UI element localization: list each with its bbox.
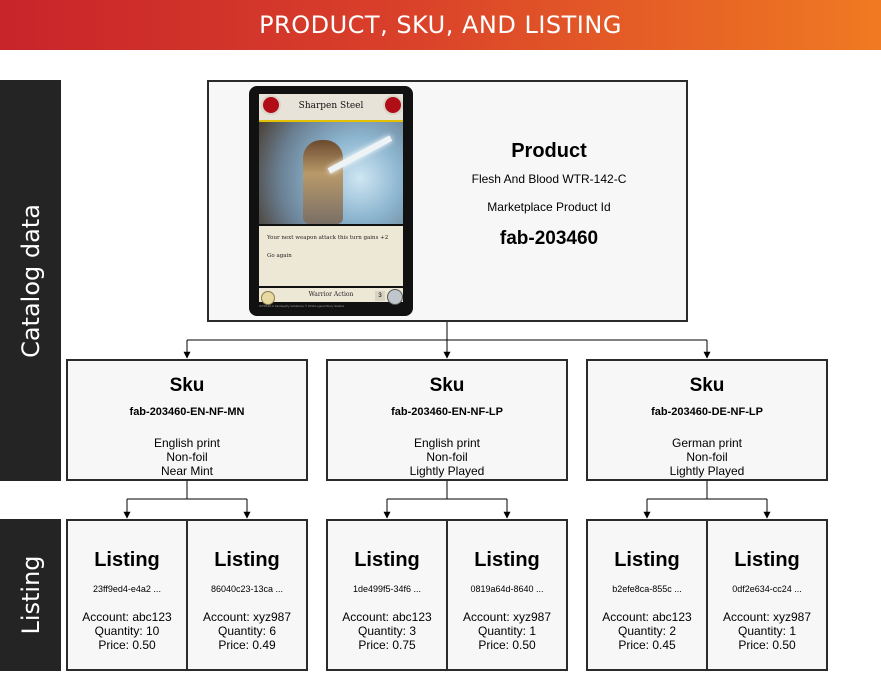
sku-condition: Lightly Played <box>409 464 485 478</box>
listing-account: Account: xyz987 <box>722 610 812 624</box>
product-set-code: Flesh And Blood WTR-142-C <box>471 172 627 186</box>
card-keyword-text: Go again <box>267 253 292 259</box>
sku-finish: Non-foil <box>686 450 728 464</box>
listing-price: Price: 0.49 <box>218 638 276 652</box>
listing-title: Listing <box>354 549 420 571</box>
sku-box: Sku fab-203460-DE-NF-LP German print Non… <box>586 359 828 481</box>
sku-condition: Lightly Played <box>669 464 745 478</box>
shield-icon <box>387 289 403 305</box>
listing-id: 0819a64d-8640 ... <box>470 584 544 594</box>
listing-quantity: Quantity: 2 <box>617 624 677 638</box>
listing-id: 0df2e634-cc24 ... <box>732 584 802 594</box>
sku-finish: Non-foil <box>426 450 468 464</box>
listing-box: Listing 86040c23-13ca ... Account: xyz98… <box>186 519 308 671</box>
product-box: Sharpen Steel Your next weapon attack th… <box>207 80 688 322</box>
listing-price: Price: 0.45 <box>618 638 676 652</box>
listing-account: Account: xyz987 <box>202 610 292 624</box>
card-name: Sharpen Steel <box>298 101 364 111</box>
card-text-box: Your next weapon attack this turn gains … <box>259 226 403 286</box>
pitch-icon <box>261 95 281 115</box>
listing-box: Listing 23ff9ed4-e4a2 ... Account: abc12… <box>66 519 188 671</box>
listing-quantity: Quantity: 1 <box>737 624 797 638</box>
listing-box: Listing 0819a64d-8640 ... Account: xyz98… <box>446 519 568 671</box>
listing-title: Listing <box>94 549 160 571</box>
sku-print: English print <box>413 436 481 450</box>
card-name-bar <box>259 94 403 123</box>
rarity-icon <box>261 291 275 305</box>
card-footer: WTR142-C Fantasy/by Goldstone © 2019 Leg… <box>259 304 345 308</box>
listing-box: Listing 1de499f5-34f6 ... Account: abc12… <box>326 519 448 671</box>
sku-code: fab-203460-EN-NF-MN <box>129 406 245 418</box>
listing-title: Listing <box>474 549 540 571</box>
cost-icon <box>383 95 403 115</box>
listing-id: 23ff9ed4-e4a2 ... <box>93 584 161 594</box>
sku-title: Sku <box>689 375 725 396</box>
sku-box: Sku fab-203460-EN-NF-MN English print No… <box>66 359 308 481</box>
listing-quantity: Quantity: 3 <box>357 624 417 638</box>
listing-quantity: Quantity: 6 <box>217 624 277 638</box>
listing-box: Listing 0df2e634-cc24 ... Account: xyz98… <box>706 519 828 671</box>
listing-account: Account: abc123 <box>342 610 432 624</box>
sku-code: fab-203460-DE-NF-LP <box>651 406 763 418</box>
sku-print: German print <box>671 436 743 450</box>
listing-id: 86040c23-13ca ... <box>210 584 284 594</box>
listing-title: Listing <box>614 549 680 571</box>
product-id: fab-203460 <box>499 228 599 249</box>
banner-title: PRODUCT, SKU, AND LISTING <box>259 11 622 39</box>
sku-title: Sku <box>429 375 465 396</box>
listing-box: Listing b2efe8ca-855c ... Account: abc12… <box>586 519 708 671</box>
listing-account: Account: xyz987 <box>462 610 552 624</box>
listing-sidebar: Listing <box>0 519 61 671</box>
listing-quantity: Quantity: 1 <box>477 624 537 638</box>
listing-title: Listing <box>734 549 800 571</box>
sku-box: Sku fab-203460-EN-NF-LP English print No… <box>326 359 568 481</box>
listing-account: Account: abc123 <box>82 610 172 624</box>
catalog-data-sidebar: Catalog data <box>0 80 61 481</box>
listing-price: Price: 0.50 <box>738 638 796 652</box>
listing-price: Price: 0.75 <box>358 638 416 652</box>
listing-id: b2efe8ca-855c ... <box>612 584 682 594</box>
product-id-label: Marketplace Product Id <box>487 200 611 214</box>
sku-finish: Non-foil <box>166 450 208 464</box>
listing-id: 1de499f5-34f6 ... <box>352 584 422 594</box>
sku-code: fab-203460-EN-NF-LP <box>391 406 503 418</box>
listing-quantity: Quantity: 10 <box>94 624 160 638</box>
card-artwork <box>259 122 403 224</box>
sku-condition: Near Mint <box>160 464 213 478</box>
warrior-figure <box>303 140 343 224</box>
card-rules-text: Your next weapon attack this turn gains … <box>267 235 389 241</box>
listing-price: Price: 0.50 <box>478 638 536 652</box>
title-banner: PRODUCT, SKU, AND LISTING <box>0 0 881 50</box>
sku-print: English print <box>153 436 221 450</box>
card-type-line: Warrior Action <box>259 288 403 302</box>
listing-account: Account: abc123 <box>602 610 692 624</box>
product-title: Product <box>511 140 587 162</box>
defense-value: 3 <box>375 291 385 301</box>
listing-price: Price: 0.50 <box>98 638 156 652</box>
listing-title: Listing <box>214 549 280 571</box>
sku-title: Sku <box>169 375 205 396</box>
card-image: Sharpen Steel Your next weapon attack th… <box>249 86 413 316</box>
